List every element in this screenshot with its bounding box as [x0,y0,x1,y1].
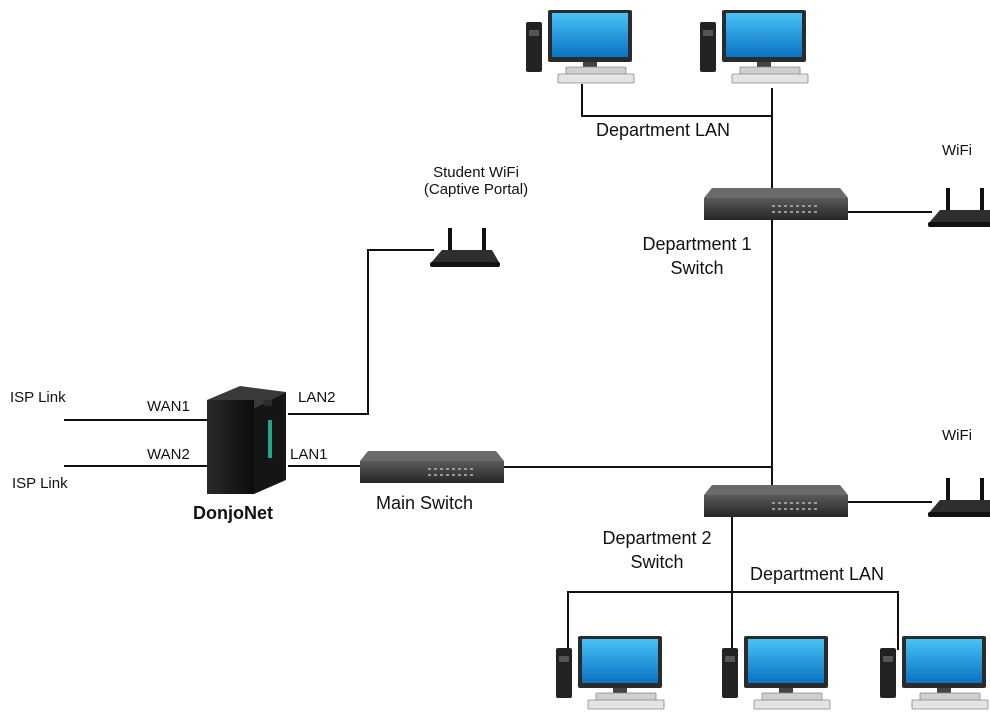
wan2-label: WAN2 [147,446,190,463]
wifi-top-label: WiFi [942,142,972,159]
wifi-router-top-icon [928,188,990,227]
main-switch-icon [360,451,504,483]
wan1-label: WAN1 [147,398,190,415]
student-wifi-label: Student WiFi (Captive Portal) [423,164,529,198]
dept1-switch-icon [704,188,848,220]
main-switch-label: Main Switch [376,493,474,513]
desktop-computer-icon [699,9,809,84]
server-icon [207,386,286,494]
lan2-label: LAN2 [298,389,336,406]
isp-link-label-2: ISP Link [12,475,68,492]
connection-lines [64,84,932,650]
desktop-computer-icon [525,9,635,84]
dept2-switch-icon [704,485,848,517]
dept-lan-bottom-label: Department LAN [750,564,885,584]
lan1-label: LAN1 [290,446,328,463]
isp-link-label-1: ISP Link [10,389,66,406]
wifi-bottom-label: WiFi [942,427,972,444]
desktop-computer-icon [721,635,831,710]
dept1-switch-label: Department 1 Switch [642,234,752,278]
desktop-computer-icon [555,635,665,710]
dept-lan-top-label: Department LAN [596,120,731,140]
dept2-switch-label: Department 2 Switch [602,528,712,572]
server-label: DonjoNet [193,503,273,523]
wifi-router-bottom-icon [928,478,990,517]
desktop-computer-icon [879,635,989,710]
student-wifi-router-icon [430,228,500,267]
